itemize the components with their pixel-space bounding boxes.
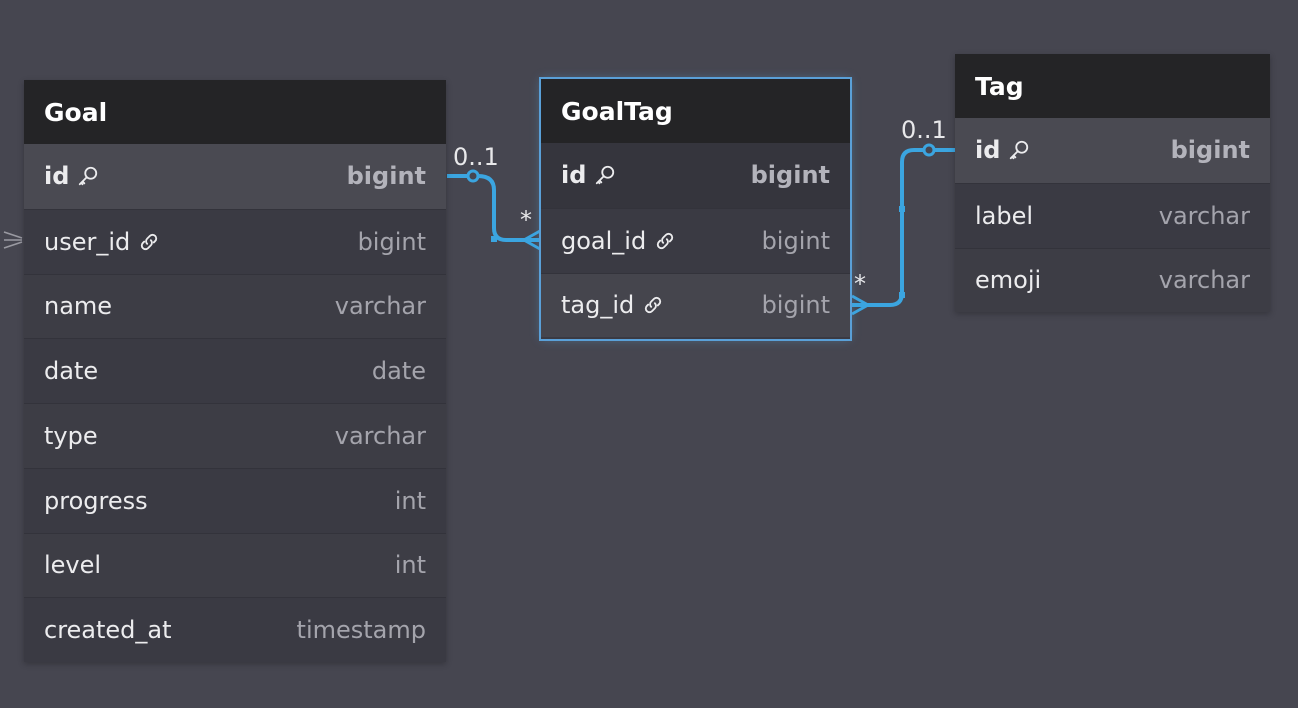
field-cell: id (44, 162, 99, 190)
field-row-level[interactable]: level int (24, 532, 446, 598)
field-type: varchar (334, 421, 426, 450)
field-row-date[interactable]: date date (24, 338, 446, 403)
field-type: timestamp (296, 616, 426, 645)
field-type: bigint (761, 291, 830, 320)
field-row-progress[interactable]: progress int (24, 467, 446, 533)
table-title: Tag (975, 71, 1024, 101)
field-name: emoji (975, 266, 1042, 295)
goaltag-many-label: * (520, 206, 532, 234)
field-name: label (975, 201, 1034, 230)
field-name: progress (44, 486, 148, 515)
key-icon (77, 165, 99, 187)
field-type: int (394, 551, 426, 580)
field-name: tag_id (561, 291, 635, 320)
field-type: bigint (761, 226, 830, 255)
field-type: varchar (1158, 266, 1250, 295)
field-type: bigint (750, 161, 830, 190)
table-header[interactable]: Goal (24, 80, 446, 144)
field-type: int (394, 486, 426, 515)
goal-goaltag-relation[interactable] (447, 169, 541, 251)
key-icon (1008, 139, 1030, 161)
field-cell: id (975, 136, 1030, 164)
field-cell: user_id (44, 228, 160, 256)
field-name: name (44, 292, 113, 321)
field-type: bigint (357, 227, 426, 256)
field-row-emoji[interactable]: emoji varchar (955, 247, 1270, 313)
goal-one-label: 0..1 (453, 143, 499, 171)
field-name: id (44, 162, 70, 191)
field-type: bigint (1170, 136, 1250, 165)
field-row-user-id[interactable]: user_id bigint (24, 208, 446, 274)
field-cell: tag_id (561, 291, 664, 319)
field-row-tag-id[interactable]: tag_id bigint (541, 272, 850, 338)
field-row-id[interactable]: id bigint (24, 144, 446, 209)
goaltag-tag-many-label: * (854, 270, 866, 298)
field-row-created-at[interactable]: created_at timestamp (24, 597, 446, 662)
field-cell: created_at (44, 616, 172, 644)
field-cell: date (44, 357, 98, 385)
field-type: date (371, 357, 426, 386)
field-name: user_id (44, 227, 131, 256)
link-icon (654, 230, 676, 252)
field-row-name[interactable]: name varchar (24, 273, 446, 339)
field-name: created_at (44, 616, 172, 645)
field-row-label[interactable]: label varchar (955, 182, 1270, 248)
field-type: varchar (1158, 201, 1250, 230)
key-icon (594, 164, 616, 186)
field-cell: goal_id (561, 227, 676, 255)
field-type: bigint (346, 162, 426, 191)
field-cell: level (44, 551, 101, 579)
field-name: type (44, 421, 98, 450)
field-name: id (975, 136, 1001, 165)
field-row-goal-id[interactable]: goal_id bigint (541, 207, 850, 273)
field-cell: type (44, 422, 98, 450)
field-cell: id (561, 161, 616, 189)
table-header[interactable]: Tag (955, 54, 1270, 118)
offscreen-crowfoot (3, 231, 23, 249)
field-row-id[interactable]: id bigint (541, 143, 850, 208)
table-title: Goal (44, 97, 108, 127)
field-row-type[interactable]: type varchar (24, 403, 446, 468)
table-tag[interactable]: Tag id bigint label varchar emoji varchar (955, 54, 1270, 313)
tag-one-label: 0..1 (901, 116, 947, 144)
field-name: id (561, 161, 587, 190)
field-row-id[interactable]: id bigint (955, 118, 1270, 183)
field-cell: emoji (975, 266, 1041, 294)
field-cell: progress (44, 487, 148, 515)
table-header[interactable]: GoalTag (541, 79, 850, 143)
field-name: level (44, 551, 102, 580)
table-goal[interactable]: Goal id bigint user_id bigint name varchar dat… (24, 80, 446, 662)
field-name: date (44, 357, 99, 386)
field-cell: label (975, 202, 1033, 230)
table-title: GoalTag (561, 96, 673, 126)
link-icon (138, 231, 160, 253)
tag-goaltag-relation[interactable] (851, 143, 955, 316)
field-name: goal_id (561, 226, 647, 255)
link-icon (642, 294, 664, 316)
field-type: varchar (334, 292, 426, 321)
field-cell: name (44, 292, 112, 320)
